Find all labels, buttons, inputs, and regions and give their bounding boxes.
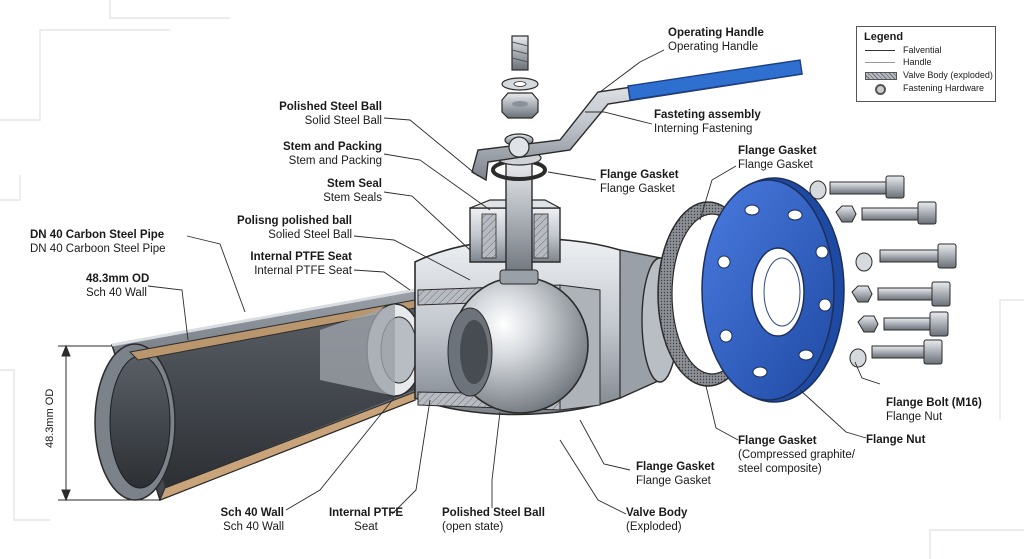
label-sub: Flange Gasket bbox=[600, 183, 675, 195]
label-sub: Operating Handle bbox=[668, 41, 759, 53]
label-title: Flange Bolt (M16) bbox=[886, 397, 982, 409]
label-sub: (Exploded) bbox=[626, 521, 682, 533]
bolt-4 bbox=[851, 281, 951, 307]
legend-swatch-hatch bbox=[865, 72, 897, 80]
label-stem-packing: Stem and Packing Stem and Packing bbox=[262, 140, 382, 168]
label-operating-handle: Operating Handle Operating Handle bbox=[668, 26, 764, 54]
label-polisng-ball: Polisng polished ball Solied Steel Ball bbox=[202, 214, 352, 242]
label-title: Valve Body bbox=[626, 507, 688, 519]
legend-item: Falvential bbox=[903, 45, 942, 55]
label-sub: Sch 40 Wall bbox=[86, 287, 147, 299]
label-fasteting-assembly: Fasteting assembly Interning Fastening bbox=[654, 108, 761, 136]
label-flange-gasket-top: Flange Gasket Flange Gasket bbox=[738, 144, 817, 172]
fastening-hardware-icon bbox=[875, 84, 886, 95]
blue-flange bbox=[701, 177, 845, 403]
bolt-3 bbox=[855, 243, 957, 272]
legend-swatch-thin-line bbox=[865, 62, 895, 63]
valve-stem bbox=[499, 154, 539, 285]
label-flange-nut: Flange Nut bbox=[866, 433, 925, 447]
label-sub: Flange Gasket bbox=[738, 159, 813, 171]
label-od-48: 48.3mm OD Sch 40 Wall bbox=[86, 272, 149, 300]
steel-ball bbox=[447, 276, 589, 414]
label-title: Fasteting assembly bbox=[654, 109, 761, 121]
legend: Legend Falvential Handle Valve Body (exp… bbox=[856, 26, 996, 102]
label-sub: Sch 40 Wall bbox=[223, 521, 284, 533]
leader-lines bbox=[147, 49, 881, 515]
label-flange-bolt: Flange Bolt (M16) Flange Nut bbox=[886, 396, 982, 424]
bolt-2 bbox=[835, 201, 937, 225]
label-title: 48.3mm OD bbox=[86, 273, 150, 285]
label-sub: DN 40 Carboon Steel Pipe bbox=[30, 243, 166, 255]
flange-bolts bbox=[809, 175, 957, 368]
operating-handle bbox=[471, 59, 803, 182]
label-flange-gasket-composite: Flange Gasket (Compressed graphite/ stee… bbox=[738, 434, 855, 476]
label-flange-gasket-lower: Flange Gasket Flange Gasket bbox=[636, 460, 715, 488]
bolt-1 bbox=[809, 175, 905, 200]
legend-item: Fastening Hardware bbox=[903, 83, 985, 93]
label-sub: Flange Gasket bbox=[636, 475, 711, 487]
legend-item: Valve Body (exploded) bbox=[903, 70, 993, 80]
od-dimension-line bbox=[58, 344, 160, 502]
label-polished-steel-ball-top: Polished Steel Ball Solid Steel Ball bbox=[262, 100, 382, 128]
label-sub: (Compressed graphite/ bbox=[738, 449, 855, 461]
label-title: Flange Nut bbox=[866, 434, 926, 446]
ptfe-seat bbox=[320, 303, 424, 397]
label-title: Stem Seal bbox=[327, 178, 382, 190]
label-sub: Flange Nut bbox=[886, 411, 943, 423]
legend-swatch-line bbox=[865, 50, 895, 51]
label-title: Internal PTFE Seat bbox=[250, 251, 352, 263]
label-title: Sch 40 Wall bbox=[220, 507, 285, 519]
legend-title: Legend bbox=[864, 31, 904, 43]
label-sub: Seat bbox=[354, 521, 378, 533]
label-internal-ptfe-seat-top: Internal PTFE Seat Internal PTFE Seat bbox=[222, 250, 352, 278]
label-title: Polisng polished ball bbox=[236, 215, 352, 227]
label-title: Flange Gasket bbox=[738, 145, 817, 157]
label-title: Polished Steel Ball bbox=[279, 101, 382, 113]
bolt-5 bbox=[857, 311, 949, 337]
label-polished-steel-ball-bottom: Polished Steel Ball (open state) bbox=[442, 506, 545, 534]
label-sub: Solied Steel Ball bbox=[268, 229, 352, 241]
label-title: Polished Steel Ball bbox=[442, 507, 545, 519]
legend-item: Handle bbox=[903, 57, 932, 67]
label-sub: Stem and Packing bbox=[288, 155, 382, 167]
label-title: Flange Gasket bbox=[738, 435, 817, 447]
od-dimension-label: 48.3mm OD bbox=[44, 388, 56, 448]
label-sub: (open state) bbox=[442, 521, 504, 533]
bolt-6 bbox=[849, 339, 943, 368]
label-title: Stem and Packing bbox=[282, 141, 382, 153]
label-valve-body: Valve Body (Exploded) bbox=[626, 506, 687, 534]
label-title: Flange Gasket bbox=[636, 461, 715, 473]
label-title: DN 40 Carbon Steel Pipe bbox=[30, 229, 165, 241]
label-sub: Solid Steel Ball bbox=[304, 115, 382, 127]
label-title: Operating Handle bbox=[668, 27, 764, 39]
label-sch40-wall: Sch 40 Wall Sch 40 Wall bbox=[190, 506, 285, 534]
label-title: Flange Gasket bbox=[600, 169, 679, 181]
label-dn40-pipe: DN 40 Carbon Steel Pipe DN 40 Carboon St… bbox=[30, 228, 166, 256]
label-sub: Interning Fastening bbox=[654, 123, 753, 135]
label-title: Internal PTFE bbox=[328, 507, 404, 519]
top-fasteners bbox=[501, 35, 539, 119]
label-flange-gasket-mid: Flange Gasket Flange Gasket bbox=[600, 168, 679, 196]
label-stem-seal: Stem Seal Stem Seals bbox=[262, 177, 382, 205]
label-internal-ptfe-bottom: Internal PTFE Seat bbox=[318, 506, 414, 534]
label-sub: Internal PTFE Seat bbox=[254, 265, 352, 277]
label-sub: Stem Seals bbox=[323, 192, 382, 204]
carbon-steel-pipe bbox=[94, 288, 416, 501]
label-sub2: steel composite) bbox=[738, 463, 822, 475]
